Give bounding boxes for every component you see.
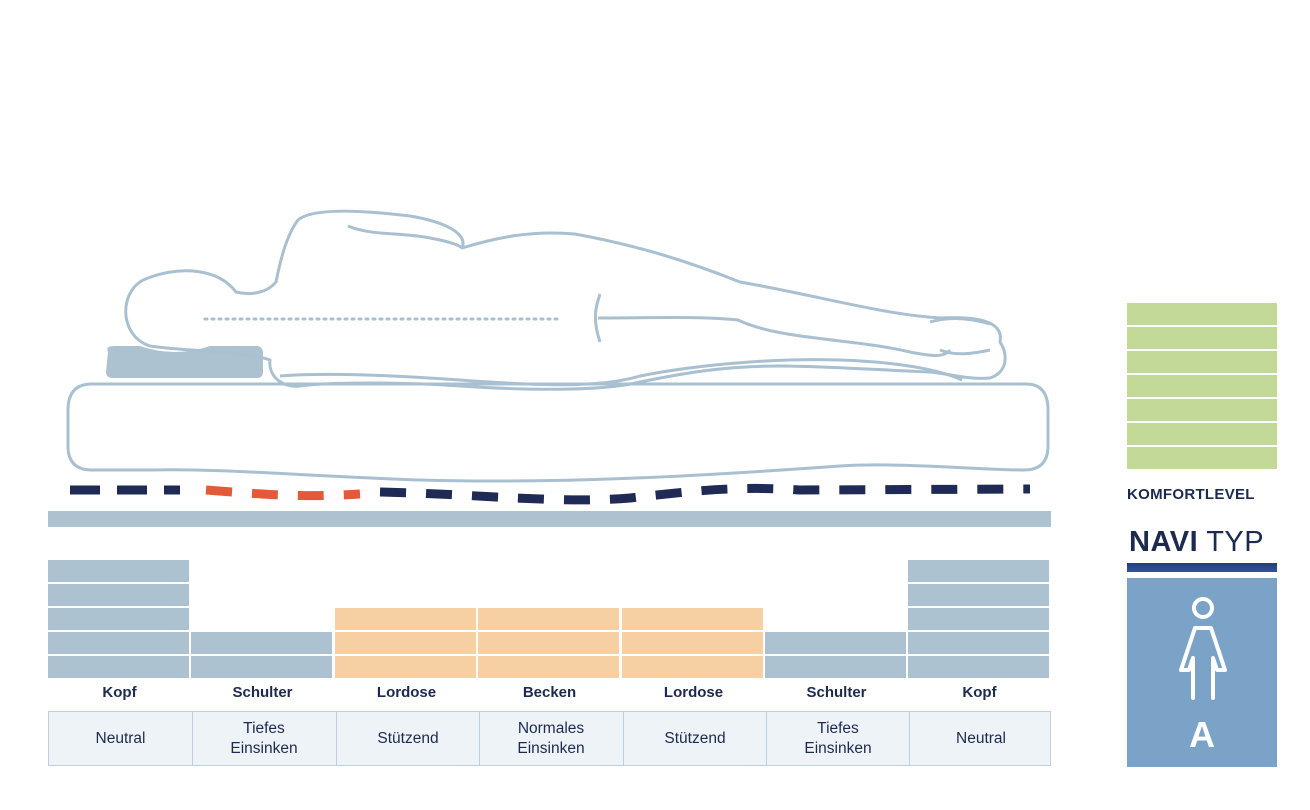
navi-typ-title: NAVI TYP <box>1129 526 1264 559</box>
zone-segment <box>335 632 476 654</box>
zone-bar-4 <box>478 608 619 678</box>
zone-label: Schulter <box>806 684 867 701</box>
female-figure-icon <box>1179 597 1227 700</box>
zone-description: Stützend <box>336 712 479 765</box>
body-silhouette <box>124 209 1007 391</box>
comfort-segment <box>1127 327 1277 349</box>
navi-word: NAVI <box>1129 526 1199 558</box>
navi-underline <box>1127 563 1277 572</box>
support-curve-dark-middle <box>379 483 1031 505</box>
zone-segment <box>622 608 763 630</box>
zone-bar-2 <box>191 632 332 678</box>
comfort-level-bar <box>1127 303 1277 471</box>
support-curve-red <box>205 485 361 501</box>
arm-line <box>347 224 464 250</box>
comfort-segment <box>1127 399 1277 421</box>
zone-segment <box>478 632 619 654</box>
zone-label: Becken <box>522 684 577 701</box>
zone-segment <box>765 632 906 654</box>
zone-bar-5 <box>622 608 763 678</box>
zone-segment <box>622 656 763 678</box>
zone-label: Lordose <box>376 684 437 701</box>
zone-segment <box>48 584 189 606</box>
zone-bar-3 <box>335 608 476 678</box>
zone-segment <box>908 608 1049 630</box>
type-letter: A <box>1189 714 1215 755</box>
zone-segment <box>191 656 332 678</box>
zone-segment <box>622 632 763 654</box>
mattress-outline <box>66 382 1050 483</box>
zone-segment <box>908 632 1049 654</box>
zone-segment <box>335 656 476 678</box>
zone-segment <box>335 608 476 630</box>
zone-segment <box>908 656 1049 678</box>
comfort-level-label: KOMFORTLEVEL <box>1127 486 1255 503</box>
zone-bar-7 <box>908 560 1049 678</box>
zone-segment <box>191 632 332 654</box>
forearm-line <box>593 293 952 357</box>
comfort-segment <box>1127 423 1277 445</box>
zone-segment <box>908 584 1049 606</box>
zone-segment <box>478 656 619 678</box>
typ-word: TYP <box>1206 526 1265 558</box>
zone-segment <box>765 656 906 678</box>
zone-labels: Kopf Schulter Lordose Becken Lordose Schulter… <box>48 684 1052 708</box>
leg-line <box>279 358 963 387</box>
zone-segment <box>48 632 189 654</box>
pillow <box>106 346 263 378</box>
zone-segment <box>48 608 189 630</box>
base-bar <box>48 511 1051 527</box>
zone-segment <box>478 608 619 630</box>
zone-segment <box>48 560 189 582</box>
zone-description: Neutral <box>909 712 1052 765</box>
zone-segment <box>908 560 1049 582</box>
zone-bar-6 <box>765 632 906 678</box>
zone-description: Neutral <box>95 729 146 747</box>
comfort-segment <box>1127 303 1277 325</box>
zone-label: Schulter <box>232 684 293 701</box>
zone-segment <box>48 656 189 678</box>
zone-description: Stützend <box>623 712 766 765</box>
zone-bar-1 <box>48 560 189 678</box>
feet-line <box>929 316 991 356</box>
type-box <box>1127 578 1277 767</box>
zone-label: Kopf <box>962 684 997 701</box>
comfort-segment <box>1127 375 1277 397</box>
zone-label: Lordose <box>663 684 724 701</box>
zone-bars <box>48 557 1052 678</box>
zone-label: Kopf <box>102 684 137 701</box>
comfort-segment <box>1127 351 1277 373</box>
comfort-segment <box>1127 447 1277 469</box>
